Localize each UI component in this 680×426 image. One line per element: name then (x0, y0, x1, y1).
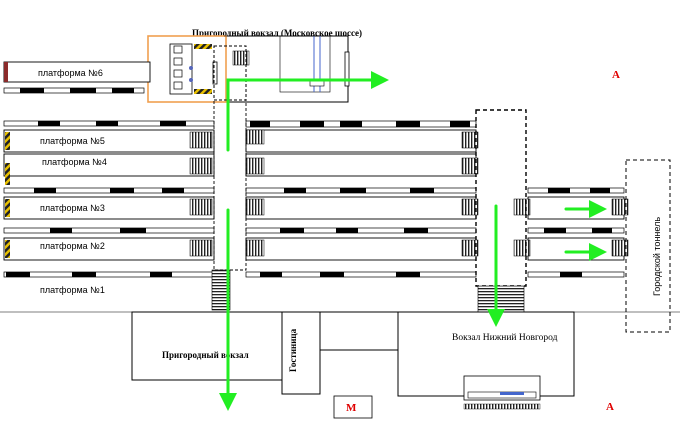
hotel-building (281, 311, 321, 395)
platform-6-label: платформа №6 (38, 68, 103, 78)
hotel-label: Гостиница (288, 328, 298, 372)
metro-marker-box (333, 395, 373, 419)
platform-5-label: платформа №5 (40, 136, 105, 146)
suburban-station-label: Пригородный вокзал (162, 350, 249, 360)
platform-1-label: платформа №1 (40, 285, 105, 295)
suburban-station-building (131, 311, 283, 381)
platform-4 (3, 153, 215, 177)
bus-stop-marker-bottom: А (606, 401, 614, 413)
city-tunnel (625, 159, 671, 333)
platform-4-label: платформа №4 (42, 157, 107, 167)
right-underpass-dashed (475, 109, 527, 287)
platform-2-label: платформа №2 (40, 241, 105, 251)
bus-stop-marker-top: А (612, 69, 620, 81)
city-tunnel-label: Городской тоннель (652, 217, 662, 296)
connector-building (319, 311, 399, 351)
route-arrow-hall-exit (226, 71, 389, 152)
platform-3 (3, 196, 215, 220)
route-arrows (219, 71, 607, 411)
suburban-hall-title: Пригородный вокзал (Московское шоссе) (192, 28, 362, 38)
left-underpass-dashed (213, 99, 247, 271)
metro-marker: М (346, 402, 357, 414)
platform-5 (3, 129, 215, 153)
main-station-label: Вокзал Нижний Новгород (452, 332, 558, 343)
platform-3-label: платформа №3 (40, 203, 105, 213)
right-underpass-stairs (477, 285, 525, 313)
platform-2 (3, 237, 215, 261)
